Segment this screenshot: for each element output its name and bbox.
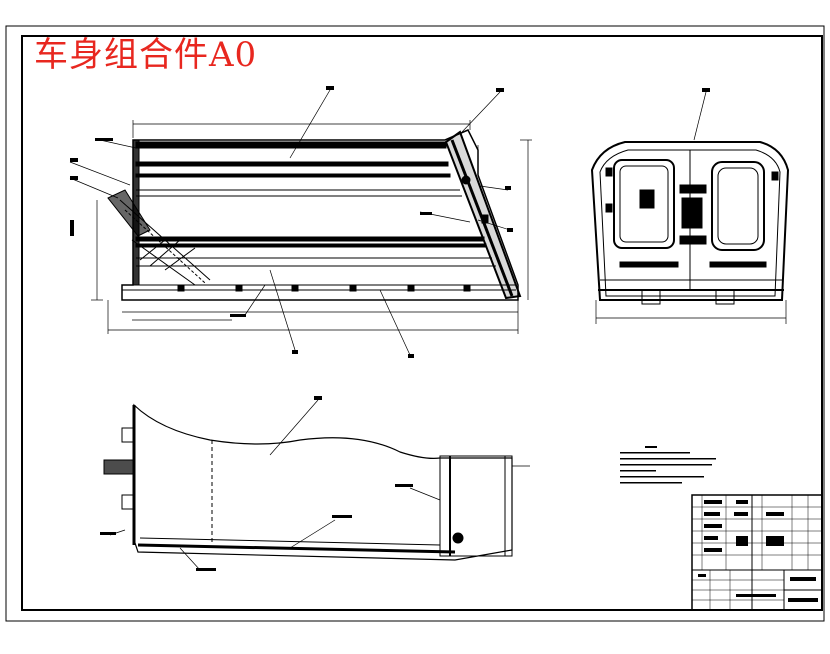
side-view-dimensions: [91, 120, 532, 334]
rear-bracket-left: [641, 289, 661, 305]
hidden-strut: [124, 209, 206, 284]
side-view: [69, 86, 532, 358]
drawing-title: 车身组合件A0: [34, 35, 258, 75]
rear-view-callout: [702, 88, 710, 92]
plan-front-tabs: [103, 427, 135, 510]
title-block-text-marks: [698, 500, 818, 602]
lower-beam: [135, 236, 485, 242]
plan-rear-bolt: [452, 532, 464, 544]
plan-bottom-rail-2: [139, 537, 441, 546]
rear-right-window-inner: [717, 167, 759, 245]
hatch-lines: [139, 239, 196, 271]
plan-bottom-rail: [137, 543, 456, 554]
rear-view: [590, 88, 790, 324]
rear-view-dimensions: [595, 91, 787, 324]
title-block: [691, 494, 823, 611]
plan-view: [100, 396, 530, 571]
rear-left-window-inner: [619, 165, 669, 243]
plan-rear-section: [439, 455, 513, 557]
rear-right-window: [711, 161, 765, 251]
mount-bolt: [461, 175, 471, 185]
top-rail: [135, 141, 447, 149]
front-bracket: [107, 189, 151, 237]
inner-border: [21, 35, 823, 611]
rear-bracket-right: [715, 289, 735, 305]
rear-view-inner-outline: [599, 149, 781, 297]
rear-latches: [605, 167, 779, 268]
technical-notes: [620, 446, 716, 484]
lower-beam-2: [135, 243, 487, 248]
plan-view-outline: [133, 403, 513, 561]
sill-mounts: [177, 284, 471, 292]
rear-view-outline: [590, 141, 790, 301]
front-strut-2: [131, 239, 196, 286]
side-view-leaders: [69, 89, 511, 356]
outer-border: [5, 25, 825, 622]
plan-view-callouts: [100, 396, 413, 571]
upper-beam: [135, 161, 449, 167]
upper-beam-2: [135, 173, 451, 178]
mount-block: [481, 214, 489, 224]
side-view-callouts: [70, 86, 513, 358]
rear-left-window: [613, 159, 675, 249]
